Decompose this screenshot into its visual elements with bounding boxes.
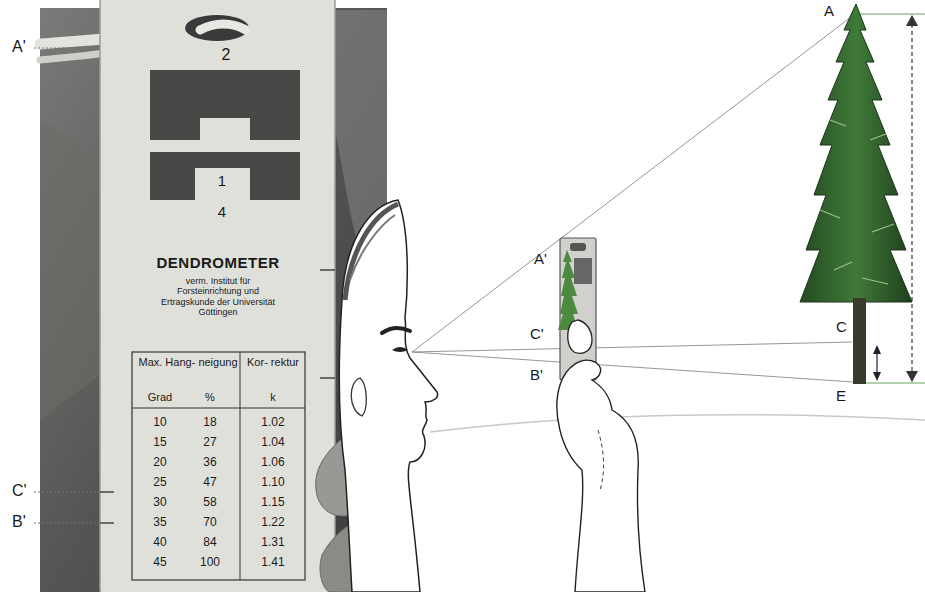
height-arrow bbox=[911, 24, 912, 373]
table-cell: 1.10 bbox=[243, 476, 303, 490]
tree-image bbox=[558, 250, 578, 330]
table-cell: 100 bbox=[186, 556, 234, 570]
table-header: k bbox=[243, 391, 303, 404]
table-header: Max. Hang- neigung bbox=[138, 356, 238, 369]
leader-line bbox=[34, 47, 100, 48]
point-label: E bbox=[836, 387, 846, 404]
table-cell: 15 bbox=[138, 436, 182, 450]
sight-line bbox=[412, 342, 852, 352]
foliage-detail bbox=[820, 120, 894, 284]
table-cell: 30 bbox=[138, 496, 182, 510]
point-label: B' bbox=[12, 513, 26, 531]
ear bbox=[351, 378, 366, 416]
point-label: B' bbox=[530, 366, 543, 383]
table-cell: 25 bbox=[138, 476, 182, 490]
scale-tick bbox=[320, 377, 335, 379]
table-header: % bbox=[186, 391, 234, 404]
table-cell: 45 bbox=[138, 556, 182, 570]
table-rule bbox=[132, 408, 305, 409]
arrow-head bbox=[873, 372, 881, 381]
leader-line bbox=[34, 491, 100, 492]
table-cell: 27 bbox=[186, 436, 234, 450]
cord bbox=[200, 24, 246, 30]
arrow-head bbox=[873, 345, 881, 354]
table-rule bbox=[240, 352, 241, 580]
sight-window bbox=[150, 70, 300, 140]
table-cell: 36 bbox=[186, 456, 234, 470]
point-label: C bbox=[836, 318, 847, 335]
scale-tick bbox=[100, 491, 114, 493]
point-label: A bbox=[824, 2, 834, 19]
scale-tick bbox=[320, 269, 335, 271]
sight-line bbox=[412, 352, 853, 382]
window-number: 2 bbox=[206, 46, 246, 64]
table-cell: 58 bbox=[186, 496, 234, 510]
guide-line bbox=[860, 14, 925, 15]
table-cell: 20 bbox=[138, 456, 182, 470]
point-label: C' bbox=[530, 325, 544, 342]
arrow-head bbox=[906, 371, 918, 382]
conifer-tree bbox=[800, 4, 912, 302]
table-cell: 1.15 bbox=[243, 496, 303, 510]
guide-line bbox=[866, 383, 925, 384]
table-cell: 47 bbox=[186, 476, 234, 490]
table-cell: 84 bbox=[186, 536, 234, 550]
table-cell: 1.04 bbox=[243, 436, 303, 450]
ground-line bbox=[430, 415, 925, 432]
sight-window bbox=[150, 152, 300, 200]
card-hole bbox=[570, 243, 586, 251]
instrument-name: DENDROMETER bbox=[124, 254, 312, 271]
hair bbox=[345, 204, 398, 300]
thumb bbox=[568, 320, 592, 353]
point-label: C' bbox=[12, 482, 27, 500]
arrow-head bbox=[906, 15, 918, 26]
table-cell: 18 bbox=[186, 416, 234, 430]
finger-line bbox=[598, 430, 604, 490]
point-label: A' bbox=[534, 250, 547, 267]
maker-note: verm. Institut für Forsteinrichtung und … bbox=[156, 276, 280, 317]
table-cell: 1.22 bbox=[243, 516, 303, 530]
dendrometer-card bbox=[100, 0, 335, 592]
table-cell: 1.41 bbox=[243, 556, 303, 570]
table-cell: 1.06 bbox=[243, 456, 303, 470]
leader-line bbox=[34, 522, 100, 523]
table-cell: 1.02 bbox=[243, 416, 303, 430]
eyebrow bbox=[382, 328, 410, 333]
sight-window bbox=[574, 258, 592, 284]
window-number: 1 bbox=[202, 172, 242, 189]
sight-line bbox=[412, 14, 855, 352]
table-cell: 10 bbox=[138, 416, 182, 430]
eye bbox=[392, 347, 408, 352]
table-frame bbox=[132, 352, 305, 580]
table-header: Grad bbox=[138, 391, 182, 404]
scale-tick bbox=[100, 522, 114, 524]
head-profile bbox=[339, 200, 437, 592]
offset-arrow bbox=[876, 352, 877, 374]
window-number: 4 bbox=[202, 203, 242, 220]
card-hole bbox=[185, 15, 249, 41]
tree-trunk bbox=[853, 298, 866, 384]
table-cell: 35 bbox=[138, 516, 182, 530]
hand bbox=[557, 360, 645, 592]
table-header: Kor- rektur bbox=[243, 356, 303, 369]
table-cell: 1.31 bbox=[243, 536, 303, 550]
dendrometer-card: 2 1 4DENDROMETER verm. Institut für Forstei… bbox=[100, 0, 335, 592]
point-label: A' bbox=[12, 38, 26, 56]
table-cell: 40 bbox=[138, 536, 182, 550]
hair bbox=[350, 215, 395, 280]
table-cell: 70 bbox=[186, 516, 234, 530]
